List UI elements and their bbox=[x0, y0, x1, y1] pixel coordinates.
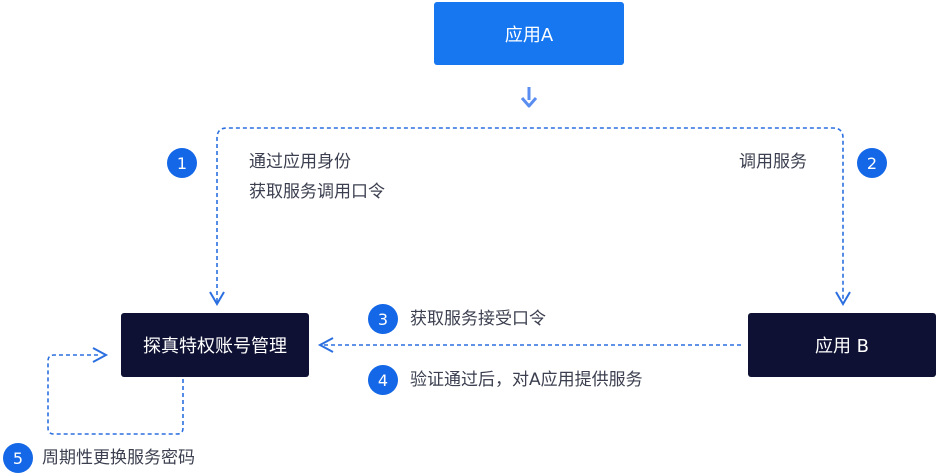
connector-top-loop bbox=[216, 127, 844, 302]
step-3-number: 3 bbox=[377, 309, 389, 329]
arrow-to-app-b bbox=[835, 291, 851, 306]
step-2-badge: 2 bbox=[857, 148, 887, 178]
step-2-line-1: 调用服务 bbox=[739, 152, 807, 172]
node-app-b-label: 应用 B bbox=[814, 336, 870, 357]
arrow-self-loop bbox=[92, 347, 109, 363]
node-app-a-label: 应用A bbox=[504, 24, 554, 46]
step-5-badge: 5 bbox=[3, 443, 33, 473]
step-2-label: 调用服务 bbox=[739, 147, 807, 177]
step-1-line-1: 通过应用身份 bbox=[249, 152, 351, 172]
step-4-number: 4 bbox=[377, 370, 389, 390]
node-privileged-account-management: 探真特权账号管理 bbox=[121, 313, 309, 377]
step-3-label: 获取服务接受口令 bbox=[410, 304, 546, 334]
node-pam-label: 探真特权账号管理 bbox=[143, 336, 287, 357]
step-1-badge: 1 bbox=[167, 148, 197, 178]
step-1-label: 通过应用身份 获取服务调用口令 bbox=[249, 147, 385, 207]
node-app-b: 应用 B bbox=[748, 313, 936, 377]
step-5-line-1: 周期性更换服务密码 bbox=[42, 448, 195, 468]
arrow-into-pam bbox=[317, 337, 334, 353]
step-3-badge: 3 bbox=[368, 304, 398, 334]
step-4-badge: 4 bbox=[368, 365, 398, 395]
down-arrow-head bbox=[520, 97, 538, 108]
step-2-number: 2 bbox=[866, 153, 878, 173]
step-1-line-2: 获取服务调用口令 bbox=[249, 182, 385, 202]
step-5-number: 5 bbox=[12, 448, 24, 468]
arrow-to-pam bbox=[209, 291, 225, 306]
node-app-a: 应用A bbox=[434, 2, 624, 65]
step-3-line-1: 获取服务接受口令 bbox=[410, 309, 546, 329]
step-1-number: 1 bbox=[176, 153, 188, 173]
step-4-line-1: 验证通过后，对A应用提供服务 bbox=[410, 370, 643, 390]
step-5-label: 周期性更换服务密码 bbox=[42, 443, 195, 473]
step-4-label: 验证通过后，对A应用提供服务 bbox=[410, 365, 643, 395]
